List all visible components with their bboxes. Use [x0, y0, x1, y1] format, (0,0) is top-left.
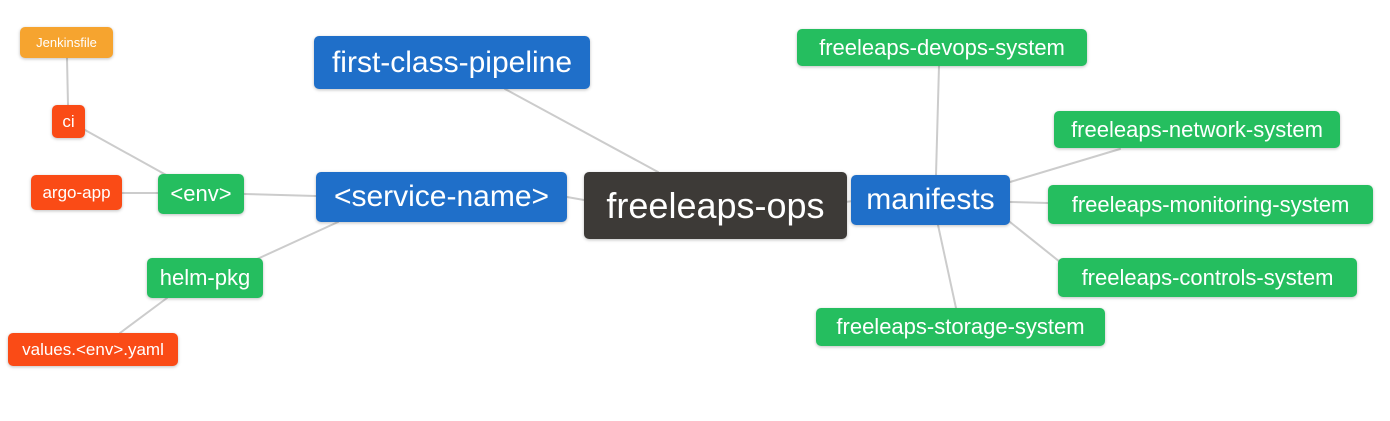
edge-helm-pkg-values — [119, 297, 168, 334]
edge-env-service-name — [243, 193, 317, 197]
edge-manifests-devops — [935, 65, 940, 176]
node-freeleaps-network-system[interactable]: freeleaps-network-system — [1054, 111, 1340, 148]
node-root-freeleaps-ops[interactable]: freeleaps-ops — [584, 172, 847, 239]
node-freeleaps-controls-system[interactable]: freeleaps-controls-system — [1058, 258, 1357, 297]
node-values-env-yaml[interactable]: values.<env>.yaml — [8, 333, 178, 366]
edge-ci-env — [84, 129, 169, 177]
edge-manifests-storage — [937, 224, 957, 309]
edge-manifests-controls — [1009, 221, 1061, 263]
node-env[interactable]: <env> — [158, 174, 244, 214]
edge-pipeline-root — [504, 88, 659, 173]
node-freeleaps-devops-system[interactable]: freeleaps-devops-system — [797, 29, 1087, 66]
node-argo-app[interactable]: argo-app — [31, 175, 122, 210]
edge-service-name-root — [566, 196, 585, 201]
edge-manifests-network — [1009, 148, 1121, 183]
node-ci[interactable]: ci — [52, 105, 85, 138]
node-freeleaps-monitoring-system[interactable]: freeleaps-monitoring-system — [1048, 185, 1373, 224]
edge-service-name-helm-pkg — [254, 221, 339, 261]
node-freeleaps-storage-system[interactable]: freeleaps-storage-system — [816, 308, 1105, 346]
node-first-class-pipeline[interactable]: first-class-pipeline — [314, 36, 590, 89]
node-helm-pkg[interactable]: helm-pkg — [147, 258, 263, 298]
node-manifests[interactable]: manifests — [851, 175, 1010, 225]
edge-manifests-monitoring — [1009, 201, 1049, 204]
node-service-name[interactable]: <service-name> — [316, 172, 567, 222]
node-jenkinsfile[interactable]: Jenkinsfile — [20, 27, 113, 58]
edge-jenkinsfile-ci — [66, 57, 69, 106]
